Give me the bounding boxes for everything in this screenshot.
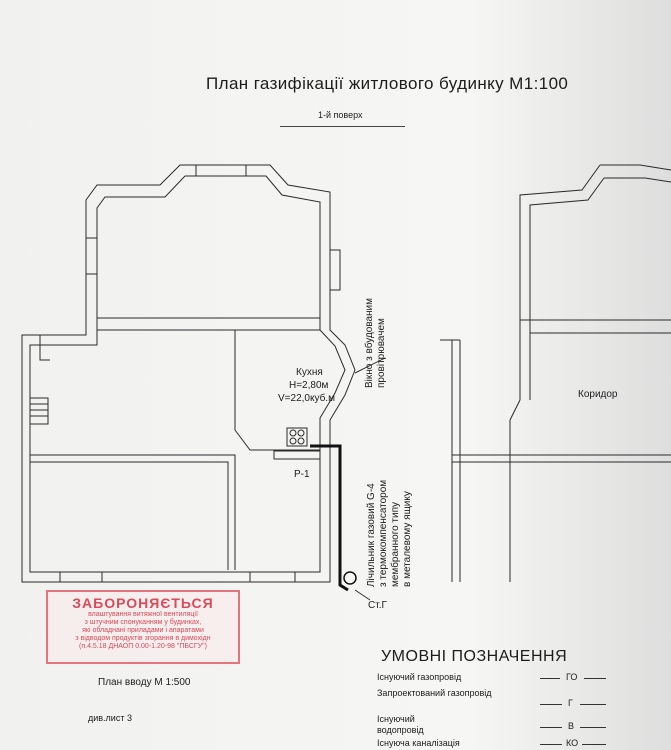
legend-line bbox=[540, 727, 562, 728]
legend-label: Існуючий водопровід bbox=[377, 714, 424, 735]
legend-line bbox=[540, 678, 560, 679]
legend-line bbox=[582, 744, 606, 745]
building-walls bbox=[21, 164, 356, 583]
legend-label: Запроектований газопровід bbox=[377, 688, 492, 698]
legend-code: В bbox=[568, 721, 575, 731]
room-volume-kitchen: V=22,0куб.м bbox=[278, 393, 335, 404]
legend-code: Г bbox=[568, 698, 573, 708]
building-walls-right bbox=[440, 164, 671, 582]
stamp-line: влаштування витяжної вентиляції bbox=[88, 611, 198, 618]
legend-code: ГО bbox=[566, 672, 578, 682]
drawing-title: План газифікації житлового будинку М1:10… bbox=[206, 74, 569, 93]
legend-label: Існуюча каналізація bbox=[377, 738, 460, 748]
riser-label: Р-1 bbox=[294, 469, 310, 480]
stamp-line: які обладнані приладами і апаратами bbox=[82, 627, 204, 634]
legend-line bbox=[584, 678, 606, 679]
legend-code: КО bbox=[566, 738, 579, 748]
room-name-corridor: Коридор bbox=[578, 389, 618, 400]
meter-note-line: з термокомпенсатором bbox=[378, 479, 389, 587]
legend-label: Існуючий газопровід bbox=[377, 672, 462, 682]
room-name-kitchen: Кухня bbox=[296, 367, 323, 378]
meter-note-line: Лічильник газовий G-4 bbox=[366, 483, 377, 587]
gas-meter-note: Лічильник газовий G-4 з термокомпенсатор… bbox=[366, 480, 414, 587]
prohibition-stamp: ЗАБОРОНЯЄТЬСЯ влаштування витяжної венти… bbox=[46, 590, 240, 664]
floor-label: 1-й поверх bbox=[318, 110, 363, 120]
stamp-heading: ЗАБОРОНЯЄТЬСЯ bbox=[72, 595, 214, 611]
stamp-line: з штучним спонуканням у будинках, bbox=[84, 619, 202, 626]
gas-riser-symbol bbox=[343, 571, 357, 585]
legend-line bbox=[540, 704, 562, 705]
legend-line bbox=[580, 727, 606, 728]
stamp-line: (п.4.5.18 ДНАОП 0.00-1.20-98 "ПБСГУ") bbox=[79, 643, 207, 650]
stamp-line: з відводом продуктів згорання в димохідн bbox=[75, 635, 211, 642]
legend-title: УМОВНІ ПОЗНАЧЕННЯ bbox=[381, 648, 568, 665]
legend-line bbox=[580, 704, 606, 705]
vent-note-line: Вікно з вбудованим bbox=[364, 297, 375, 388]
meter-note-line: в металевому ящику bbox=[402, 491, 413, 587]
floor-label-underline bbox=[280, 126, 405, 127]
sheet-reference: див.лист 3 bbox=[88, 713, 132, 723]
gas-riser-label: Ст.Г bbox=[368, 600, 387, 611]
vent-note-line: провітрювачем bbox=[376, 318, 387, 388]
room-height-kitchen: Н=2,80м bbox=[289, 380, 329, 391]
intro-plan-label: План вводу М 1:500 bbox=[98, 677, 191, 688]
gas-pipe bbox=[310, 444, 349, 592]
vent-window-note: Вікно з вбудованим провітрювачем bbox=[364, 298, 388, 388]
meter-note-line: мембранного типу bbox=[390, 501, 401, 587]
stamp-body: влаштування витяжної вентиляції з штучни… bbox=[48, 611, 238, 651]
legend-line bbox=[540, 744, 562, 745]
